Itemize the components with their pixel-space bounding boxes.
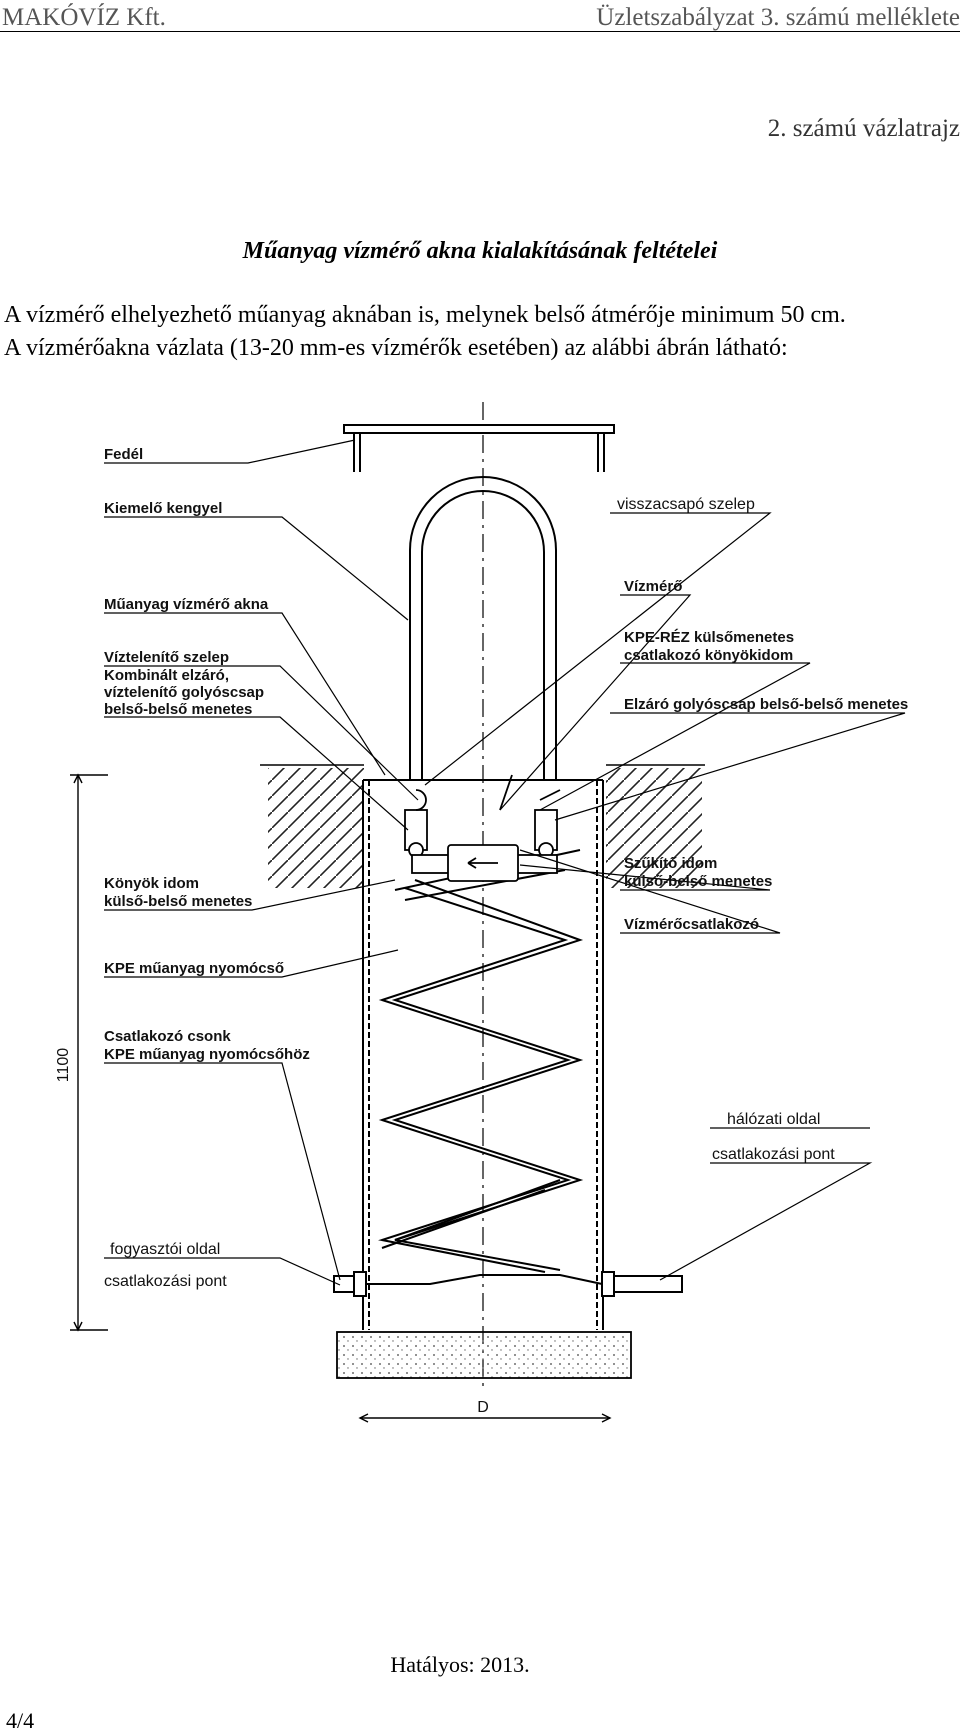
- dimension-diameter: [358, 1413, 612, 1423]
- header-company: MAKÓVÍZ Kft.: [2, 4, 166, 31]
- foundation: [336, 1331, 632, 1379]
- page-title: Műanyag vízmérő akna kialakításának felt…: [242, 238, 718, 264]
- lid: [343, 424, 615, 472]
- dimension-height: [70, 773, 108, 1332]
- paragraph-1: A vízmérő elhelyezhető műanyag aknában i…: [4, 302, 846, 328]
- water-meter-shaft-drawing: 1100 D Fedél Kiemelő kengyel Műanyag víz…: [55, 402, 908, 1423]
- dimension-label: 1100: [55, 1048, 72, 1083]
- label-reducer-2: külső-belső menetes: [624, 873, 772, 890]
- label-water-meter: Vízmérő: [624, 578, 682, 595]
- coiled-pipe: [378, 849, 584, 1273]
- label-plastic-shaft: Műanyag vízmérő akna: [104, 596, 269, 613]
- label-lifting-bracket: Kiemelő kengyel: [104, 500, 222, 517]
- label-ball-valve: Elzáró golyóscsap belső-belső menetes: [624, 696, 908, 713]
- label-lid: Fedél: [104, 446, 143, 463]
- label-stub-2: KPE műanyag nyomócsőhöz: [104, 1046, 310, 1063]
- header-document: Üzletszabályzat 3. számú melléklete: [596, 4, 960, 31]
- label-network-side-1: hálózati oldal: [727, 1111, 820, 1128]
- label-elbow-1: Könyök idom: [104, 875, 199, 892]
- label-combined-3: belső-belső menetes: [104, 701, 252, 718]
- footer-effective: Hatályos: 2013.: [390, 1652, 530, 1677]
- leader-lines: [104, 439, 906, 1286]
- ground-left: [268, 768, 364, 888]
- meter-assembly: [404, 774, 561, 882]
- label-stub-1: Csatlakozó csonk: [104, 1028, 231, 1045]
- label-consumer-side-2: csatlakozási pont: [104, 1273, 227, 1290]
- label-kpe-brass-1: KPE-RÉZ külsőmenetes: [624, 629, 794, 646]
- label-meter-connector: Vízmérőcsatlakozó: [624, 916, 759, 933]
- sketch-number: 2. számú vázlatrajz: [767, 115, 960, 142]
- label-drain-valve: Víztelenítő szelep: [104, 649, 229, 666]
- label-check-valve: visszacsapó szelep: [617, 496, 755, 513]
- diameter-label: D: [477, 1399, 489, 1416]
- page-number: 4/4: [6, 1708, 35, 1733]
- label-consumer-side-1: fogyasztói oldal: [110, 1241, 220, 1258]
- label-reducer-1: Szűkítő idom: [624, 855, 717, 872]
- ground-right: [606, 768, 702, 888]
- label-combined-2: víztelenítő golyóscsap: [104, 684, 264, 701]
- paragraph-2: A vízmérőakna vázlata (13-20 mm-es vízmé…: [4, 335, 788, 361]
- label-network-side-2: csatlakozási pont: [712, 1146, 835, 1163]
- label-kpe-pipe: KPE műanyag nyomócső: [104, 960, 284, 977]
- shaft: [362, 779, 604, 1330]
- label-kpe-brass-2: csatlakozó könyökidom: [624, 647, 793, 664]
- header-rule: [0, 31, 960, 32]
- connection-pipes: [333, 1271, 683, 1297]
- label-combined-1: Kombinált elzáró,: [104, 667, 229, 684]
- lifting-bracket: [409, 476, 557, 780]
- label-elbow-2: külső-belső menetes: [104, 893, 252, 910]
